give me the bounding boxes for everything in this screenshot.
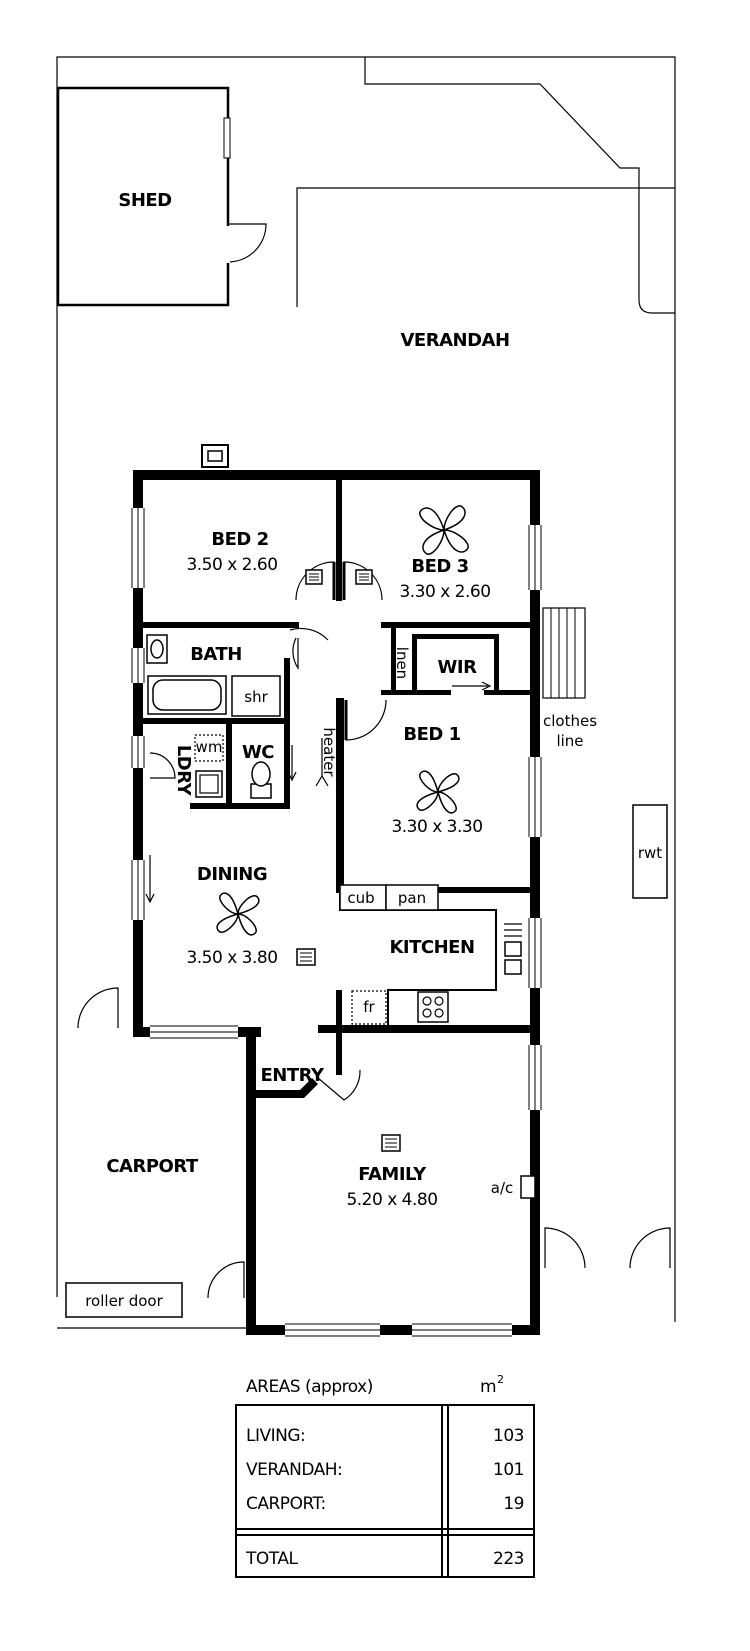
- label-bed1: BED 1: [403, 724, 460, 745]
- areas-row-value: 101: [493, 1460, 524, 1480]
- label-rwt: rwt: [638, 844, 662, 862]
- label-wc: WC: [242, 742, 274, 763]
- fan-dining: [216, 892, 260, 936]
- areas-row-label: VERANDAH:: [246, 1460, 342, 1480]
- label-clothesline-2: line: [556, 732, 583, 750]
- areas-unit: m: [480, 1377, 496, 1397]
- areas-row-label: CARPORT:: [246, 1494, 326, 1514]
- label-family: FAMILY: [358, 1164, 427, 1185]
- label-kitchen: KITCHEN: [389, 937, 474, 958]
- label-shower: shr: [244, 688, 268, 706]
- windows: [131, 508, 542, 1337]
- dim-dining: 3.50 x 3.80: [186, 948, 277, 968]
- label-bath: BATH: [190, 644, 242, 665]
- label-clothesline-1: clothes: [543, 712, 597, 730]
- label-bed3: BED 3: [411, 556, 468, 577]
- label-washer: wm: [196, 738, 223, 756]
- areas-total-value: 223: [493, 1549, 524, 1569]
- label-shed: SHED: [118, 190, 171, 211]
- label-linen: lnen: [393, 647, 411, 679]
- label-verandah: VERANDAH: [400, 330, 509, 351]
- label-pantry: pan: [398, 889, 426, 907]
- areas-row-label: LIVING:: [246, 1426, 305, 1446]
- room-labels: SHED VERANDAH BED 2 3.50 x 2.60 BED 3 3.…: [85, 190, 662, 1310]
- doors: [77, 561, 671, 1299]
- label-fridge: fr: [363, 998, 375, 1016]
- dim-bed1: 3.30 x 3.30: [391, 817, 482, 837]
- dim-bed3: 3.30 x 2.60: [399, 582, 490, 602]
- label-heater: heater: [320, 727, 338, 777]
- label-roller-door: roller door: [85, 1292, 163, 1310]
- areas-unit-sup: 2: [497, 1373, 504, 1386]
- fan-bed3: [419, 505, 469, 555]
- fan-bed1: [416, 770, 460, 814]
- label-wir: WIR: [438, 657, 478, 678]
- label-bed2: BED 2: [211, 529, 268, 550]
- shed: [56, 86, 267, 307]
- areas-title: AREAS (approx): [246, 1377, 373, 1397]
- areas-total-label: TOTAL: [245, 1549, 298, 1569]
- label-carport: CARPORT: [106, 1156, 199, 1177]
- label-ac: a/c: [491, 1179, 514, 1197]
- label-dining: DINING: [197, 864, 267, 885]
- fixtures: [57, 444, 668, 1329]
- areas-row-value: 103: [493, 1426, 524, 1446]
- areas-table: AREAS (approx) m 2 LIVING: 103 VERANDAH:…: [235, 1373, 535, 1578]
- dim-bed2: 3.50 x 2.60: [186, 555, 277, 575]
- label-cupboard: cub: [347, 889, 374, 907]
- boundary-lines: [56, 56, 676, 1322]
- label-laundry: LDRY: [173, 745, 194, 797]
- dim-family: 5.20 x 4.80: [346, 1190, 437, 1210]
- label-entry: ENTRY: [260, 1065, 325, 1086]
- areas-row-value: 19: [503, 1494, 524, 1514]
